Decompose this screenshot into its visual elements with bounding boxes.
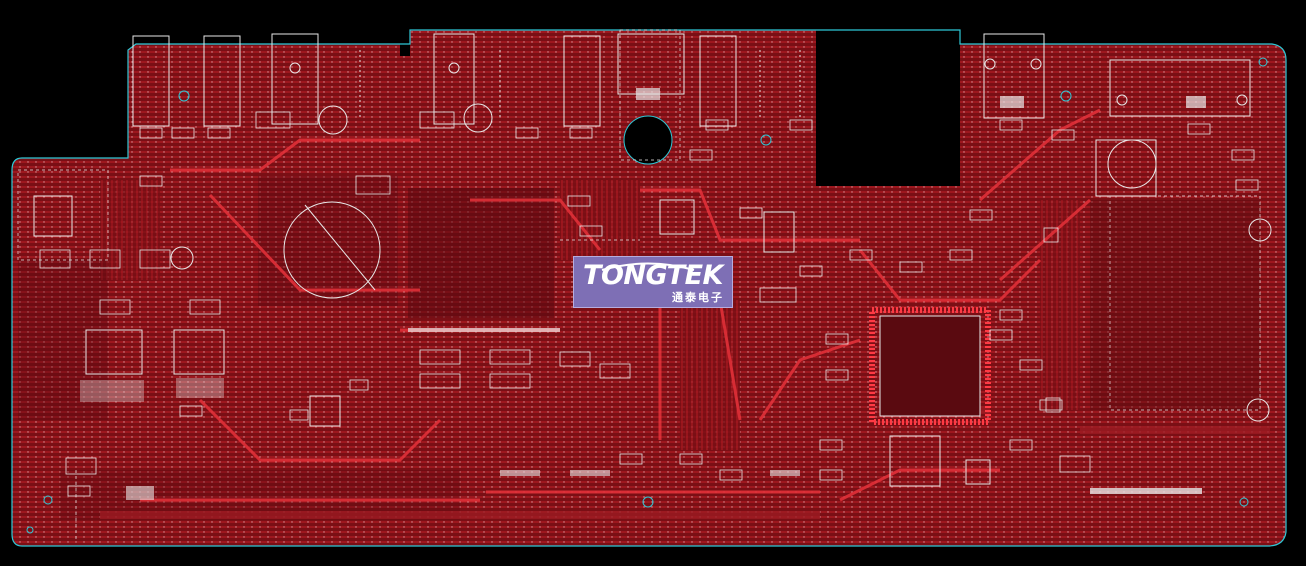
main-qfp-chip bbox=[869, 307, 991, 425]
fiducial-holes bbox=[26, 57, 1268, 534]
pad-rows bbox=[80, 88, 1206, 500]
small-ics bbox=[33, 139, 1157, 487]
smd-components bbox=[39, 111, 1259, 497]
silkscreen-outlines bbox=[17, 29, 1261, 540]
logo-brand-text: TONGTEK bbox=[583, 260, 723, 291]
tongtek-logo: TONGTEK 通泰电子 bbox=[573, 256, 733, 308]
mounting-hole bbox=[623, 115, 673, 165]
logo-subtitle: 通泰电子 bbox=[672, 291, 724, 304]
tongtek-swoosh-icon bbox=[601, 262, 695, 271]
